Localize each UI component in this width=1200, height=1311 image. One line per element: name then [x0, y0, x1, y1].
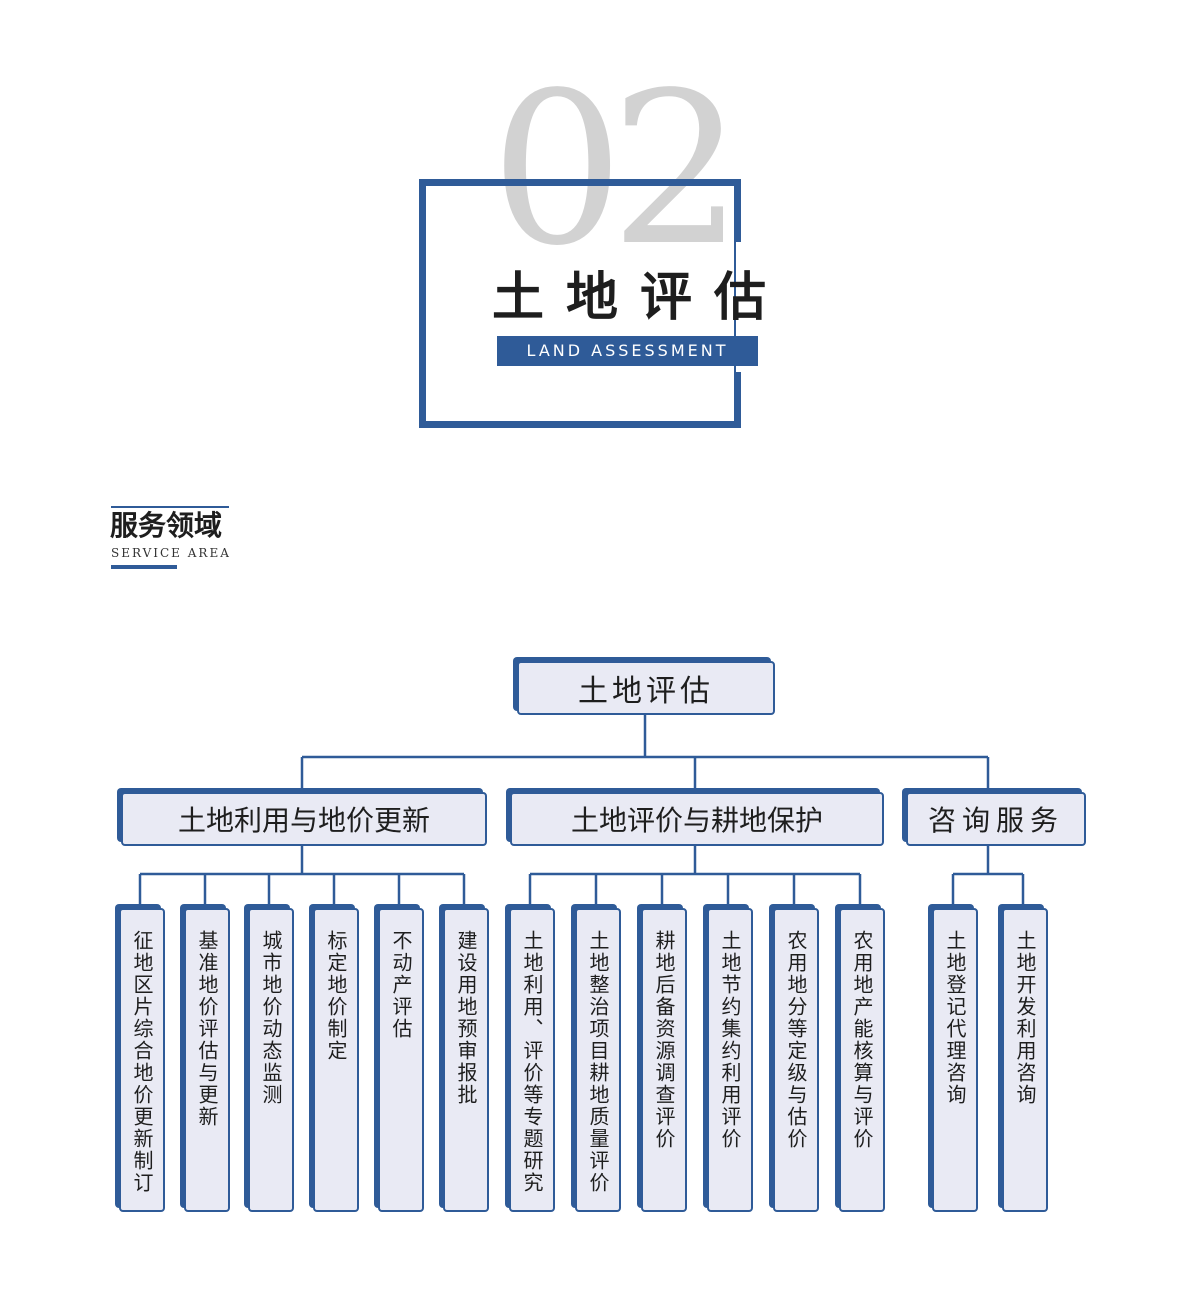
tree-leaf-node: 基准地价评估与更新	[184, 908, 230, 1212]
section-heading-underline	[111, 565, 177, 569]
tree-leaf-label: 农用地分等定级与估价	[784, 930, 808, 1150]
tree-leaf-node: 土地登记代理咨询	[932, 908, 978, 1212]
tree-leaf-label: 城市地价动态监测	[259, 930, 283, 1106]
tree-leaf-node: 城市地价动态监测	[248, 908, 294, 1212]
tree-leaf-label: 不动产评估	[389, 930, 413, 1040]
tree-branch-node: 土地评价与耕地保护	[510, 792, 884, 846]
section-heading-topline	[111, 506, 229, 508]
tree-leaf-label: 耕地后备资源调查评价	[652, 930, 676, 1150]
tree-branch-node: 咨询服务	[906, 792, 1086, 846]
tree-leaf-label: 土地利用、评价等专题研究	[520, 930, 544, 1194]
tree-leaf-label: 土地登记代理咨询	[943, 930, 967, 1106]
title-frame-gap	[736, 242, 746, 372]
tree-root-node: 土地评估	[517, 661, 775, 715]
page-subtitle-banner: LAND ASSESSMENT	[497, 336, 758, 366]
tree-leaf-node: 标定地价制定	[313, 908, 359, 1212]
tree-leaf-node: 土地利用、评价等专题研究	[509, 908, 555, 1212]
tree-leaf-label: 标定地价制定	[324, 930, 348, 1062]
tree-leaf-node: 建设用地预审报批	[443, 908, 489, 1212]
tree-leaf-label: 土地整治项目耕地质量评价	[586, 930, 610, 1194]
tree-leaf-label: 土地开发利用咨询	[1013, 930, 1037, 1106]
tree-leaf-label: 建设用地预审报批	[454, 930, 478, 1106]
tree-branch-node: 土地利用与地价更新	[121, 792, 487, 846]
tree-leaf-node: 征地区片综合地价更新制订	[119, 908, 165, 1212]
tree-leaf-node: 农用地产能核算与评价	[839, 908, 885, 1212]
tree-leaf-node: 农用地分等定级与估价	[773, 908, 819, 1212]
section-number: 02	[490, 47, 743, 292]
tree-leaf-label: 基准地价评估与更新	[195, 930, 219, 1128]
section-heading-en: SERVICE AREA	[111, 546, 231, 560]
section-heading: 服务领域	[110, 509, 223, 542]
tree-leaf-label: 农用地产能核算与评价	[850, 930, 874, 1150]
tree-leaf-node: 土地整治项目耕地质量评价	[575, 908, 621, 1212]
tree-leaf-label: 征地区片综合地价更新制订	[130, 930, 154, 1194]
page-title: 土地评估	[491, 268, 788, 328]
tree-leaf-label: 土地节约集约利用评价	[718, 930, 742, 1150]
tree-leaf-node: 土地开发利用咨询	[1002, 908, 1048, 1212]
tree-leaf-node: 耕地后备资源调查评价	[641, 908, 687, 1212]
tree-leaf-node: 土地节约集约利用评价	[707, 908, 753, 1212]
tree-leaf-node: 不动产评估	[378, 908, 424, 1212]
